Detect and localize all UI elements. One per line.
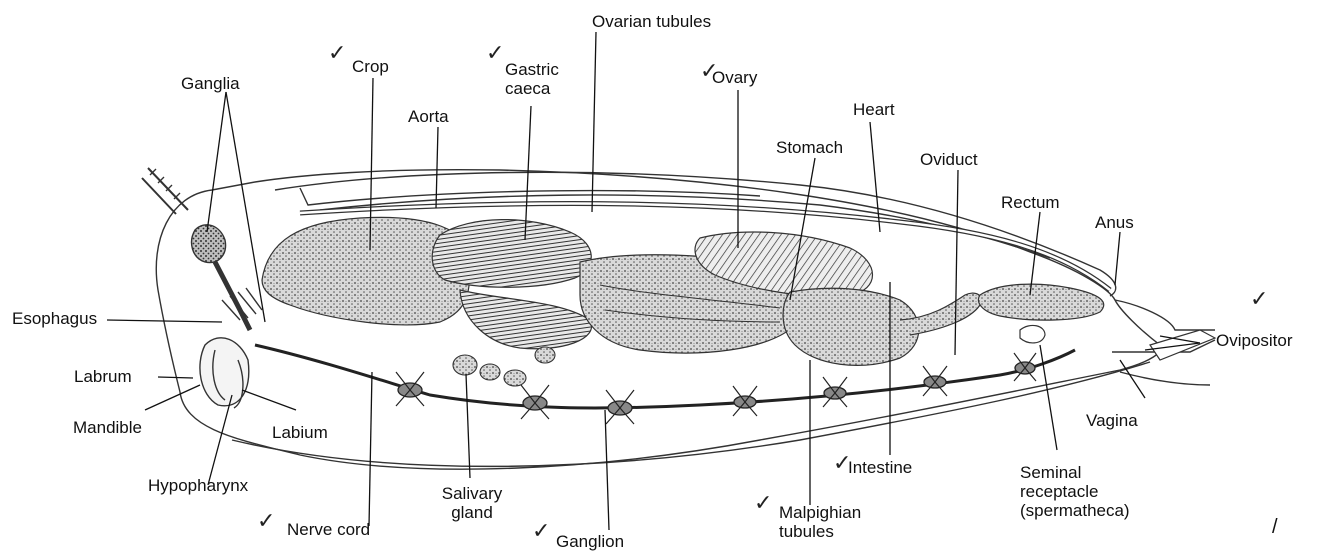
label-nerve-cord: Nerve cord <box>287 520 370 539</box>
checkmark-nerve-cord: ✓ <box>257 510 275 532</box>
checkmark-gastric-caeca: ✓ <box>486 42 504 64</box>
label-malpighian-tubules: Malpighian tubules <box>779 503 861 541</box>
label-mandible: Mandible <box>73 418 142 437</box>
label-esophagus: Esophagus <box>12 309 97 328</box>
rectum-shape <box>978 284 1103 320</box>
label-labrum: Labrum <box>74 367 132 386</box>
nerve-cord-shape <box>255 345 1075 408</box>
label-anus: Anus <box>1095 213 1134 232</box>
head-mouthparts <box>192 225 262 408</box>
stray-pen-mark: / <box>1272 518 1278 537</box>
label-labium: Labium <box>272 423 328 442</box>
checkmark-crop: ✓ <box>328 42 346 64</box>
label-ovarian-tubules: Ovarian tubules <box>592 12 711 31</box>
label-ganglia: Ganglia <box>181 74 240 93</box>
label-stomach: Stomach <box>776 138 843 157</box>
label-hypopharynx: Hypopharynx <box>148 476 248 495</box>
label-ovipositor: Ovipositor <box>1216 331 1293 350</box>
checkmark-ovipositor: ✓ <box>1250 288 1268 310</box>
label-oviduct: Oviduct <box>920 150 978 169</box>
label-ovary: Ovary <box>712 68 757 87</box>
seminal-receptacle-shape <box>1020 325 1045 343</box>
label-ganglion: Ganglion <box>556 532 624 551</box>
label-aorta: Aorta <box>408 107 449 126</box>
salivary-gland-shape <box>453 347 555 386</box>
gastric-caeca-shape <box>432 220 591 288</box>
label-salivary-gland: Salivary gland <box>442 484 502 522</box>
intestine-shape <box>783 288 919 365</box>
checkmark-ganglion: ✓ <box>532 520 550 542</box>
label-heart: Heart <box>853 100 895 119</box>
label-vagina: Vagina <box>1086 411 1138 430</box>
checkmark-malpighian-tubules: ✓ <box>754 492 772 514</box>
label-intestine: Intestine <box>848 458 912 477</box>
label-crop: Crop <box>352 57 389 76</box>
label-gastric-caeca: Gastric caeca <box>505 60 559 98</box>
label-rectum: Rectum <box>1001 193 1060 212</box>
label-seminal-receptacle: Seminal receptacle (spermatheca) <box>1020 463 1130 520</box>
